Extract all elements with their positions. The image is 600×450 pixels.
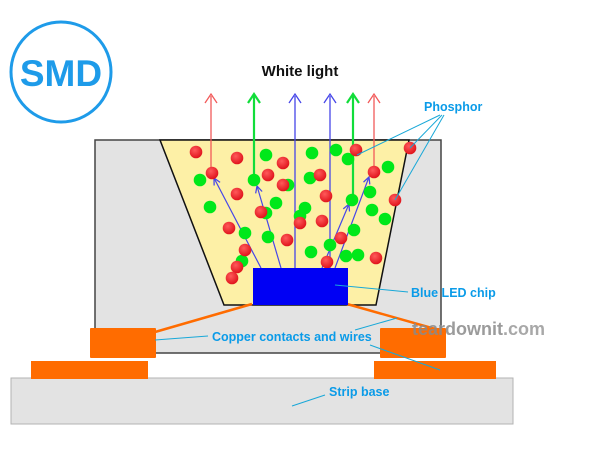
red-phosphor-particle — [238, 243, 252, 257]
green-phosphor-particle — [238, 226, 252, 240]
leader-contacts-wire — [354, 317, 398, 331]
red-phosphor-particle — [334, 231, 348, 245]
label-blue-led-chip: Blue LED chip — [411, 286, 496, 300]
red-phosphor-particle — [315, 214, 329, 228]
leader-contacts-right — [369, 344, 441, 371]
red-phosphor-particle — [349, 143, 363, 157]
green-phosphor-particle — [329, 143, 343, 157]
leader-lines — [154, 114, 445, 407]
blue-led-chip — [253, 268, 348, 305]
green-phosphor-particle — [269, 196, 283, 210]
red-phosphor-particle — [189, 145, 203, 159]
red-phosphor-particle — [276, 178, 290, 192]
label-phosphor: Phosphor — [424, 100, 482, 114]
output-ray-red — [367, 92, 381, 172]
red-phosphor-particle — [230, 187, 244, 201]
copper-contact-upper-left — [90, 328, 156, 358]
green-phosphor-particle — [363, 185, 377, 199]
strip-base — [10, 377, 514, 425]
green-phosphor-particle — [351, 248, 365, 262]
internal-ray — [257, 186, 282, 269]
leader-chip — [334, 284, 409, 293]
green-phosphor-particle — [247, 173, 261, 187]
green-phosphor-particle — [381, 160, 395, 174]
red-phosphor-particle — [254, 205, 268, 219]
red-phosphor-particle — [367, 165, 381, 179]
green-phosphor-particle — [378, 212, 392, 226]
red-phosphor-particle — [205, 166, 219, 180]
green-phosphor-particle — [203, 200, 217, 214]
bond-wire-left — [154, 302, 253, 334]
output-ray-red — [204, 92, 218, 173]
badge-text: SMD — [20, 53, 102, 94]
label-copper-contacts: Copper contacts and wires — [212, 330, 372, 344]
green-phosphor-particle — [347, 223, 361, 237]
green-phosphor-particle — [259, 148, 273, 162]
phosphor-cup — [158, 139, 410, 306]
green-phosphor-particle — [305, 146, 319, 160]
phosphor-particles — [189, 141, 417, 285]
red-phosphor-particle — [293, 216, 307, 230]
label-strip-base: Strip base — [329, 385, 389, 399]
arrowhead-icon — [346, 92, 360, 104]
leader-phosphor-3 — [394, 114, 445, 201]
watermark: teardownit.com — [412, 319, 545, 339]
red-phosphor-particle — [320, 255, 334, 269]
arrowhead-icon — [323, 92, 337, 104]
red-phosphor-particle — [261, 168, 275, 182]
title-white-light: White light — [262, 63, 339, 80]
green-phosphor-particle — [193, 173, 207, 187]
green-phosphor-particle — [345, 193, 359, 207]
green-phosphor-particle — [341, 152, 355, 166]
arrowhead-icon — [204, 92, 218, 104]
output-ray-green — [247, 92, 261, 180]
red-phosphor-particle — [230, 151, 244, 165]
red-phosphor-particle — [313, 168, 327, 182]
smd-badge: SMD — [9, 20, 113, 124]
arrowhead-icon — [288, 92, 302, 104]
leader-phosphor-1 — [356, 114, 441, 156]
leader-phosphor-2 — [409, 114, 443, 149]
red-phosphor-particle — [280, 233, 294, 247]
red-phosphor-particle — [276, 156, 290, 170]
leader-contacts-left — [154, 335, 209, 341]
leader-base — [291, 394, 326, 407]
green-phosphor-particle — [303, 171, 317, 185]
red-phosphor-particle — [225, 271, 239, 285]
green-phosphor-particle — [304, 245, 318, 259]
green-phosphor-particle — [323, 238, 337, 252]
watermark-prefix: teardownit — [412, 319, 503, 339]
green-phosphor-particle — [261, 230, 275, 244]
copper-contact-upper-right — [380, 328, 446, 358]
red-phosphor-particle — [230, 260, 244, 274]
green-phosphor-particle — [339, 249, 353, 263]
output-rays — [204, 92, 381, 268]
red-phosphor-particle — [319, 189, 333, 203]
copper-pad-lower-right — [374, 361, 496, 379]
output-ray-blue — [288, 92, 302, 268]
red-phosphor-particle — [369, 251, 383, 265]
red-phosphor-particle — [222, 221, 236, 235]
watermark-suffix: .com — [503, 319, 545, 339]
internal-ray — [214, 178, 262, 269]
green-phosphor-particle — [365, 203, 379, 217]
arrowhead-icon — [367, 92, 381, 104]
badge-circle — [9, 20, 113, 124]
arrowhead-icon — [247, 92, 261, 104]
copper-pad-lower-left — [31, 361, 148, 379]
